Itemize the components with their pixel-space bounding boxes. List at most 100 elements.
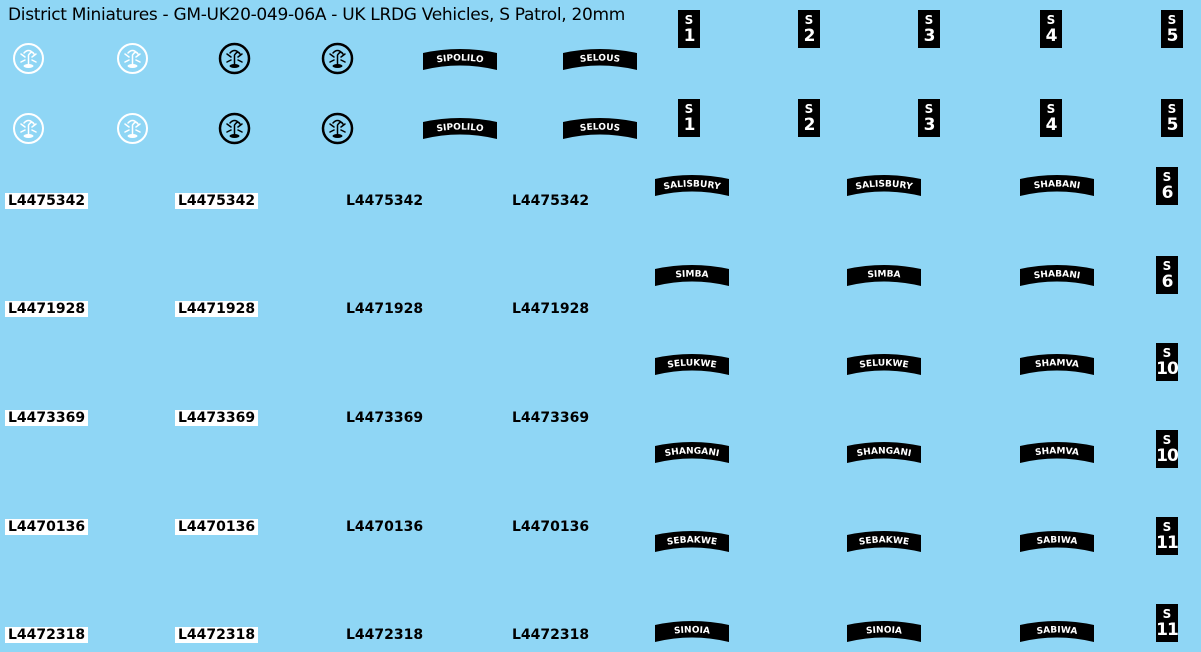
scorpion-insignia-icon [218, 42, 251, 75]
sheet-title: District Miniatures - GM-UK20-049-06A - … [8, 5, 626, 25]
banner-label: SIPOLILO [436, 53, 484, 65]
registration-plate: L4470136 [5, 519, 89, 535]
scorpion-insignia-icon [117, 113, 148, 144]
name-banner: SEBAKWE [846, 530, 922, 554]
banner-shape [847, 265, 921, 286]
registration-plate: L4475342 [175, 193, 259, 209]
banner-shape [847, 442, 921, 463]
tag-number: 4 [1045, 25, 1058, 46]
tag-number: 1 [683, 25, 696, 46]
tag-number: 1 [683, 114, 696, 135]
banner-shape [655, 442, 729, 463]
name-banner: SALISBURY [654, 174, 730, 198]
name-banner: SHABANI [1019, 174, 1095, 198]
banner-shape [847, 354, 921, 375]
banner-label: SEBAKWE [666, 535, 718, 547]
banner-shape [847, 175, 921, 196]
registration-plate: L4471928 [5, 301, 89, 317]
scorpion-badge-white [12, 42, 45, 75]
tag-letter: S [924, 12, 934, 27]
banner-shape [563, 49, 637, 70]
name-banner: SHABANI [1019, 264, 1095, 288]
registration-plate: L4472318 [175, 627, 259, 643]
registration-plate: L4475342 [512, 193, 590, 209]
scorpion-insignia-icon [321, 112, 354, 145]
banner-shape [1020, 442, 1094, 463]
banner-shape [655, 354, 729, 375]
name-banner: SABIWA [1019, 620, 1095, 644]
tag-letter: S [1046, 101, 1056, 116]
scorpion-badge-white [12, 112, 45, 145]
tag-letter: S [1162, 432, 1172, 447]
scorpion-badge-black [218, 112, 251, 145]
banner-shape [655, 175, 729, 196]
banner-shape [847, 531, 921, 552]
name-banner: SHAMVA [1019, 353, 1095, 377]
banner-label: SINOIA [674, 625, 711, 636]
banner-label: SELOUS [579, 53, 620, 64]
banner-label: SINOIA [866, 625, 903, 636]
banner-label: SALISBURY [663, 179, 722, 192]
registration-plate: L4471928 [175, 301, 259, 317]
tag-letter: S [1046, 12, 1056, 27]
tag-letter: S [1167, 12, 1177, 27]
banner-shape [655, 531, 729, 552]
tag-letter: S [684, 12, 694, 27]
banner-label: SELUKWE [667, 358, 717, 370]
tag-number: 4 [1045, 114, 1058, 135]
tag-letter: S [1167, 101, 1177, 116]
banner-shape [1020, 265, 1094, 286]
banner-label: SABIWA [1036, 535, 1078, 547]
name-banner: SELOUS [562, 48, 638, 72]
registration-plate: L4470136 [175, 519, 259, 535]
name-banner: SIMBA [654, 264, 730, 288]
banner-shape [655, 621, 729, 642]
registration-plate: L4475342 [5, 193, 89, 209]
banner-label: SELOUS [579, 122, 620, 133]
banner-label: SABIWA [1036, 625, 1078, 637]
tag-number: 10 [1156, 358, 1179, 379]
banner-label: SHAMVA [1034, 446, 1079, 458]
registration-plate: L4471928 [512, 301, 590, 317]
scorpion-insignia-icon [218, 112, 251, 145]
tag-letter: S [1162, 519, 1172, 534]
registration-plate: L4472318 [346, 627, 424, 643]
tag-number: 6 [1161, 182, 1174, 203]
registration-plate: L4473369 [512, 410, 590, 426]
name-banner: SALISBURY [846, 174, 922, 198]
tag-letter: S [684, 101, 694, 116]
banner-label: SIPOLILO [436, 122, 484, 134]
name-banner: SELUKWE [846, 353, 922, 377]
banner-label: SHANGANI [856, 446, 912, 459]
name-banner: SINOIA [654, 620, 730, 644]
tag-number: 6 [1161, 271, 1174, 292]
tag-letter: S [1162, 169, 1172, 184]
tag-letter: S [804, 12, 814, 27]
registration-plate: L4471928 [346, 301, 424, 317]
name-banner: SIMBA [846, 264, 922, 288]
scorpion-badge-black [321, 112, 354, 145]
tag-number: 5 [1166, 114, 1179, 135]
tag-number: 3 [923, 25, 936, 46]
banner-shape [423, 118, 497, 139]
tag-letter: S [804, 101, 814, 116]
banner-label: SIMBA [867, 269, 901, 280]
scorpion-insignia-icon [117, 43, 148, 74]
tag-letter: S [1162, 345, 1172, 360]
banner-shape [1020, 621, 1094, 642]
banner-shape [423, 49, 497, 70]
registration-plate: L4475342 [346, 193, 424, 209]
banner-label: SEBAKWE [858, 535, 910, 547]
